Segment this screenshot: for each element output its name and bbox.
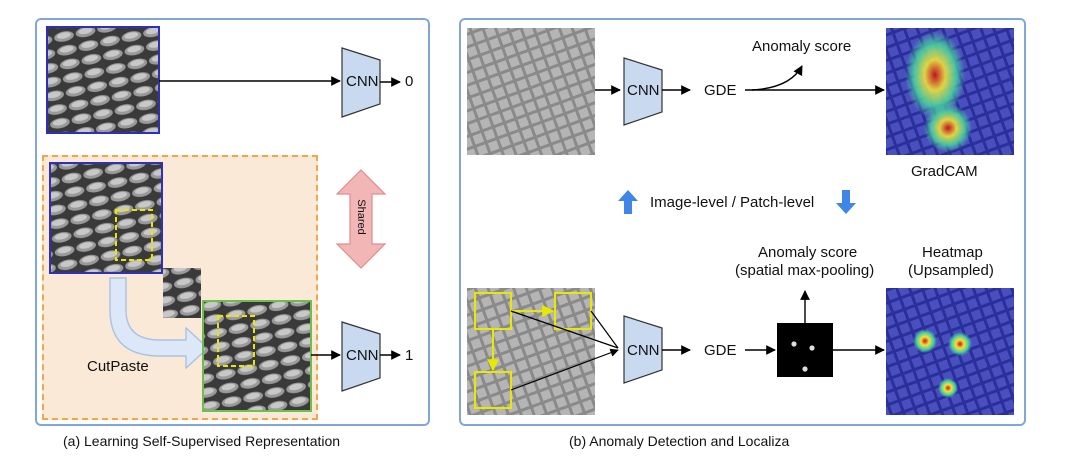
heatmap-label-2: (Upsampled) [908,262,994,279]
up-arrow-icon [618,190,638,214]
cnn-bottom-a-label: CNN [346,347,379,364]
cnn-top-a-label: CNN [346,73,379,90]
cnn-top-b [623,57,663,126]
source-image-a [49,162,163,274]
gradcam-label: GradCAM [911,163,978,180]
cnn-bottom-b [623,315,663,384]
cutpaste-label: CutPaste [87,358,149,375]
panel-b [459,18,1026,426]
anomaly-score-top: Anomaly score [752,38,852,55]
cutpaste-arrow [109,277,210,370]
normal-image-a [46,26,160,134]
cnn-bottom-b-label: CNN [627,342,660,359]
cnn-top-a [341,47,381,118]
cnn-bottom-a [341,321,381,392]
caption-a: (a) Learning Self-Supervised Representat… [63,433,341,449]
cut-patch-image [163,268,201,318]
pasted-patch-box [217,315,255,367]
cnn-top-a-output: 0 [405,73,414,90]
shared-label: Shared [355,199,367,235]
down-arrow-icon [836,190,856,214]
test-image-bottom [467,288,595,415]
cnn-top-b-label: CNN [627,82,660,99]
gde-bottom-label: GDE [704,342,737,359]
test-image-top [467,28,595,155]
augmented-image-a [202,300,312,412]
heatmap-label-1: Heatmap [922,244,983,261]
cnn-bottom-a-output: 1 [405,347,414,364]
caption-b: (b) Anomaly Detection and Localiza [569,433,790,449]
panel-a [35,18,430,426]
cut-patch-box [115,209,153,261]
gde-top-label: GDE [704,82,737,99]
level-label: Image-level / Patch-level [650,194,815,211]
shared-arrow [335,169,387,269]
anomaly-score-bottom-2: (spatial max-pooling) [735,262,875,279]
anomaly-score-bottom-1: Anomaly score [758,244,858,261]
